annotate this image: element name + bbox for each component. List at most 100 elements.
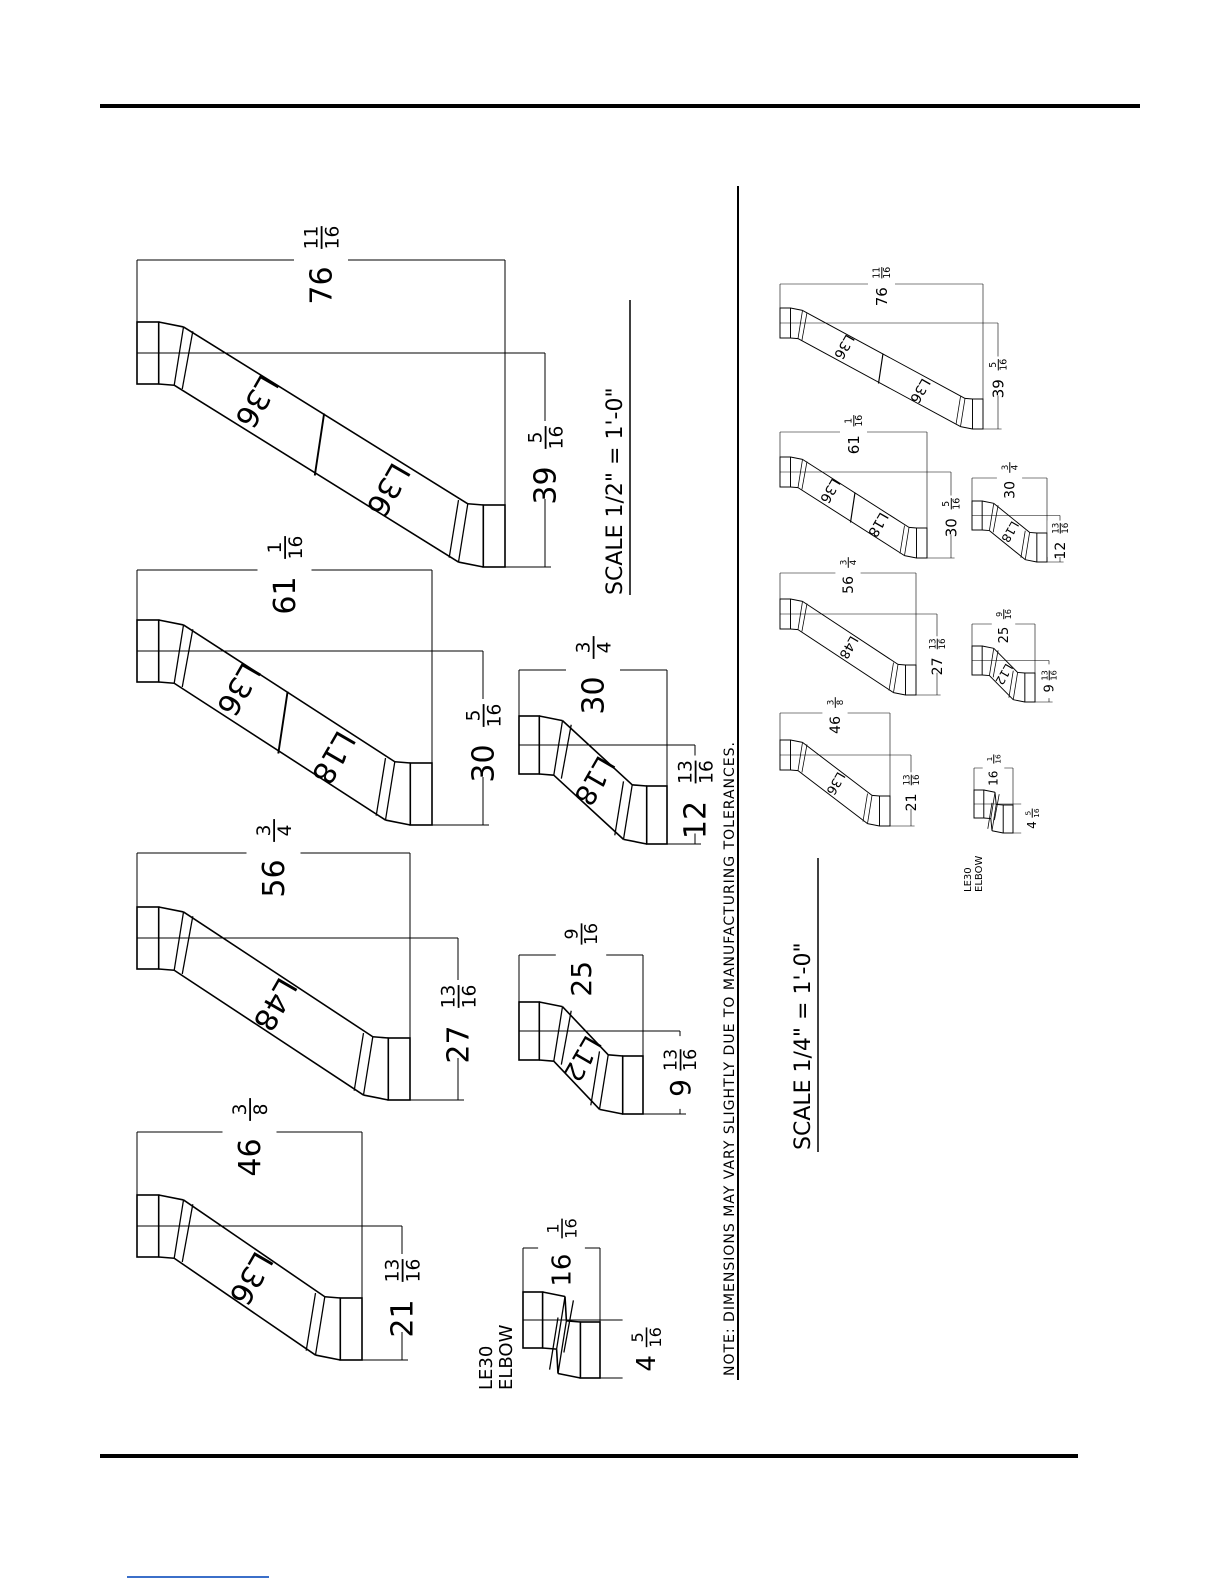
elbow-seam bbox=[181, 916, 194, 975]
dimension-denominator: 16 bbox=[882, 267, 893, 279]
dimension-whole: 30 bbox=[577, 676, 612, 714]
elbow-seam bbox=[989, 648, 995, 676]
elbow-seam bbox=[955, 396, 961, 425]
elbow-seam bbox=[173, 911, 185, 971]
dimension-whole: 21 bbox=[904, 793, 920, 811]
top-rule bbox=[100, 104, 1140, 108]
dimension-denominator: 16 bbox=[1050, 670, 1059, 680]
dimension-whole: 39 bbox=[529, 466, 564, 504]
elbow-edge bbox=[158, 906, 184, 913]
elbow-seam bbox=[457, 503, 469, 563]
dimension-denominator: 16 bbox=[681, 1049, 701, 1071]
elbow-seam bbox=[987, 802, 993, 829]
elbow-edge bbox=[867, 823, 880, 827]
section-joint bbox=[313, 413, 326, 476]
pipe-top-edge bbox=[802, 742, 873, 796]
pipe-top-edge bbox=[994, 792, 997, 805]
pipe-top-edge bbox=[183, 624, 396, 763]
elbow-edge bbox=[158, 1256, 175, 1260]
elbow-seam bbox=[797, 459, 803, 488]
elbow-edge bbox=[539, 1059, 554, 1062]
dimension-denominator: 16 bbox=[403, 1259, 424, 1283]
pipe-top-edge bbox=[802, 600, 899, 665]
pipe-bottom-edge bbox=[173, 682, 386, 821]
dimension-whole: 12 bbox=[1053, 542, 1069, 560]
dimension-whole: 30 bbox=[942, 518, 960, 537]
elbow-seam bbox=[548, 1317, 559, 1370]
bottom-collar bbox=[879, 795, 891, 827]
dimension-numerator: 13 bbox=[382, 1259, 403, 1283]
dimension-numerator: 13 bbox=[438, 985, 459, 1009]
elbow-edge bbox=[790, 307, 803, 311]
elbow-seam bbox=[893, 664, 899, 693]
dimension-numerator: 13 bbox=[1040, 670, 1049, 680]
dimension-whole: 30 bbox=[467, 744, 502, 782]
dimension-numerator: 3 bbox=[1001, 465, 1011, 471]
dimension-numerator: 3 bbox=[230, 1104, 251, 1116]
pipe-bottom-edge bbox=[797, 338, 961, 428]
pipe-top-edge bbox=[802, 458, 910, 528]
pipe-bottom-edge bbox=[797, 770, 868, 824]
elbow-edge bbox=[790, 337, 799, 340]
elbow-edge bbox=[542, 1347, 557, 1350]
elbow-seam bbox=[555, 1296, 566, 1350]
dimension-whole: 56 bbox=[257, 859, 292, 897]
dimension-numerator: 3 bbox=[573, 642, 594, 654]
dimension-whole: 4 bbox=[632, 1355, 662, 1372]
elbow-edge bbox=[608, 1054, 623, 1057]
elbow-edge bbox=[790, 769, 799, 772]
section-label: L36 bbox=[823, 769, 848, 797]
elbow-edge bbox=[158, 681, 175, 685]
elbow-edge bbox=[790, 598, 803, 602]
dimension-whole: 16 bbox=[987, 771, 1001, 786]
dimension-numerator: 5 bbox=[463, 710, 484, 722]
section-label: L36 bbox=[830, 331, 857, 361]
dimension-gap bbox=[982, 753, 1005, 783]
dimension-gap bbox=[1021, 802, 1043, 835]
elbow-seam bbox=[173, 1199, 185, 1259]
elbow-edge bbox=[908, 526, 917, 529]
elbow-edge bbox=[542, 1291, 566, 1298]
elbow-seam bbox=[801, 744, 808, 773]
pipe-bottom-edge bbox=[555, 1349, 559, 1374]
elbow-seam bbox=[797, 742, 803, 771]
dimension-numerator: 13 bbox=[662, 1049, 682, 1071]
section-label: L12 bbox=[557, 1030, 607, 1086]
dimension-whole: 39 bbox=[989, 379, 1007, 398]
dimension-denominator: 4 bbox=[275, 825, 296, 837]
dimension-whole: 76 bbox=[873, 287, 891, 306]
bottom-collar bbox=[905, 664, 917, 696]
elbow-seam bbox=[1008, 670, 1014, 698]
bottom-collar bbox=[1024, 672, 1036, 703]
dimension-denominator: 16 bbox=[562, 1218, 581, 1239]
dimension-denominator: 16 bbox=[546, 426, 567, 450]
dimension-denominator: 8 bbox=[836, 700, 846, 706]
dimension-denominator: 16 bbox=[1061, 523, 1071, 534]
pipe-bottom-edge bbox=[797, 487, 905, 557]
dimension-denominator: 16 bbox=[999, 359, 1010, 371]
dimension-whole: 12 bbox=[679, 801, 714, 839]
elbow-edge bbox=[458, 561, 484, 568]
elbow-seam bbox=[797, 601, 803, 630]
dimension-numerator: 13 bbox=[902, 774, 912, 785]
dimension-numerator: 13 bbox=[928, 638, 938, 649]
pipe-top-edge bbox=[561, 720, 633, 786]
elbow-seam bbox=[563, 1300, 575, 1353]
